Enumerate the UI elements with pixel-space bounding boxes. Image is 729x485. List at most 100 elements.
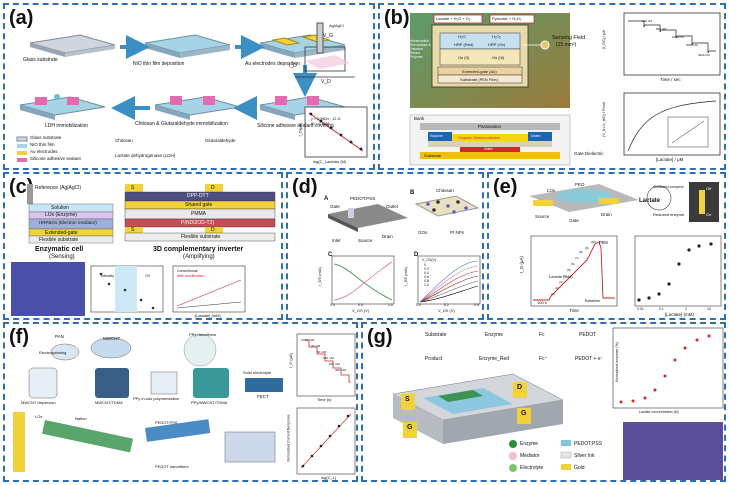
e-mark: (9)	[585, 246, 589, 250]
d-D: D	[414, 252, 419, 258]
c-flex-left: Flexible substrate	[39, 237, 79, 243]
circuit-vd: V_D	[321, 79, 331, 85]
dev-gate: Gate	[484, 146, 493, 151]
c-d-bot: D	[211, 227, 215, 233]
panel-f: (f) PAN MWCNT Electrospinning PPy nanofi…	[3, 322, 358, 482]
d-output-curve	[419, 275, 479, 303]
e-mark: (3)	[559, 280, 563, 284]
g-calib-point	[683, 346, 687, 350]
panel-d-drawing	[328, 195, 481, 305]
panel-g-drawing	[392, 327, 724, 480]
d-output-curve	[419, 270, 479, 303]
e-xtick2: 1	[685, 307, 687, 311]
g-fc-plus: Fc⁺	[539, 356, 548, 362]
d-gate: Gate	[330, 204, 340, 209]
plot-xlabel: log(C_Lactate) (M)	[313, 159, 347, 164]
g-s: S	[405, 396, 410, 403]
d-B: B	[410, 190, 415, 196]
c-plot-ov: OV	[145, 274, 151, 278]
chem-chitosan: Chitosan	[115, 138, 133, 143]
panel-label-b: (b)	[384, 7, 410, 29]
panel-c-drawing	[11, 184, 276, 316]
panel-label-e: (e)	[493, 176, 518, 198]
b-ann-4000: 4000 nM	[698, 53, 710, 57]
e-off: Off	[706, 186, 712, 191]
calib-point	[349, 140, 353, 144]
f-top-ylabel: I_D (μA)	[287, 353, 293, 368]
calib-point	[329, 126, 333, 130]
g-product: Product	[425, 356, 443, 362]
c-pndi: P(NDI2OD-T2)	[181, 220, 215, 226]
dev-bank: Bank	[414, 116, 425, 121]
e-on: On	[706, 212, 712, 217]
panel-label-d: (d)	[292, 176, 318, 198]
hrp-red: HRP (Red)	[454, 42, 474, 47]
e-mark: (4)	[563, 274, 567, 278]
d-d-xlabel: V_DS (V)	[438, 308, 455, 313]
plot-ylabel: I_D(μA)	[297, 122, 303, 137]
panel-label-g: (g)	[367, 326, 393, 348]
c-legend-conv: Conventional	[177, 269, 198, 273]
f-ann-2: 50 mM	[317, 350, 327, 354]
e-xlabel: Time	[569, 308, 579, 313]
step-silicone: Silicone adhesive sealant covering	[257, 123, 334, 129]
f-ann-5: 300 mM	[335, 368, 346, 372]
f-mwcnt-tdma: MWCNT/TDMA	[95, 400, 123, 405]
g-pedot: PEDOT	[579, 332, 597, 338]
e-lactate: Lactate	[639, 198, 661, 204]
e-calib-point	[647, 296, 651, 300]
legend-glass: Glass substrate	[30, 135, 62, 140]
d-c-tick1: 0.5	[358, 303, 363, 307]
b-ann-500: 500 nM	[656, 27, 667, 31]
f-pedot-nf: PEDOT nanofibers	[155, 464, 189, 469]
c-hrp: HRP&Os (Electron mediator)	[39, 220, 97, 225]
g-d: D	[517, 384, 523, 391]
d-nanoparticle	[446, 204, 450, 208]
d-inlet: Inlet	[332, 238, 341, 243]
f-top-xlabel: Time (s)	[317, 397, 332, 402]
e-mark: (10)	[591, 240, 597, 244]
panel-g: (g) Substrate Enzyme Fc PEDOT Product En…	[361, 322, 726, 482]
g-g1: G	[407, 424, 413, 431]
c-d-top: D	[211, 185, 215, 191]
g-fc: Fc	[539, 332, 545, 338]
c-left-sub: (Sensing)	[49, 254, 75, 260]
step-nio-deposition: NiO thin film deposition	[133, 61, 185, 67]
g-pedot-e: PEDOT + e⁻	[575, 356, 604, 362]
g-g2: G	[521, 410, 527, 417]
f-ppy-poly: PPy in-situ polymerization	[133, 396, 180, 401]
f-electrospinning: Electrospinning	[39, 350, 67, 355]
g-calib-point	[653, 388, 657, 392]
c-flex-right: Flexible substrate	[181, 234, 221, 240]
step-chitosan: Chitosan & Glutaraldehyde immobilization	[135, 121, 228, 127]
b-ann-2000: 2000 nM	[686, 43, 698, 47]
panel-c: (c) Reference (Ag|AgCl) Solution LOx (En…	[3, 172, 283, 320]
dev-passivation: Passivation	[478, 124, 502, 129]
legend-silicone: Silicone adhesive sealant	[30, 156, 81, 161]
f-calib-point	[346, 414, 350, 418]
e-mark: (7)	[575, 256, 579, 260]
panel-a: (a)	[3, 3, 375, 170]
e-mark: (2)	[555, 286, 559, 290]
calib-point	[339, 133, 343, 137]
c-ref: Reference (Ag|AgCl)	[35, 185, 82, 191]
dev-osc: Organic Semiconductor	[458, 135, 500, 140]
g-calib-point	[619, 400, 623, 404]
d-d-s2: 0.2	[424, 267, 429, 271]
pen-label: Substrate (PEN Film)	[460, 77, 498, 82]
panel-f-drawing	[13, 333, 356, 475]
b-bot-ylabel: (V_th-V_th0) / Fmol	[600, 102, 606, 137]
c-right-sub: (Amplifying)	[183, 254, 215, 260]
e-lox: LOx	[547, 188, 556, 193]
g-calib-point	[707, 334, 711, 338]
c-scatter-point	[99, 272, 103, 276]
gate-label: Extended-gate (Au)	[462, 69, 497, 74]
e-scale: 100 s	[537, 300, 547, 305]
b-top-xlabel: Time / sec	[660, 77, 681, 82]
sensing-area: (15 mm²)	[556, 42, 577, 48]
panel-b: (b) Lactate + H₂O + O₂	[378, 3, 726, 170]
e-mark: (1)	[551, 292, 555, 296]
chem-ldh: Lactate dehydrogenase (LDH)	[115, 153, 176, 158]
c-lox: LOx (Enzyme)	[45, 212, 77, 218]
panel-e: (e) LOx PEO Source Drain Gate Oxidised e…	[487, 172, 726, 320]
